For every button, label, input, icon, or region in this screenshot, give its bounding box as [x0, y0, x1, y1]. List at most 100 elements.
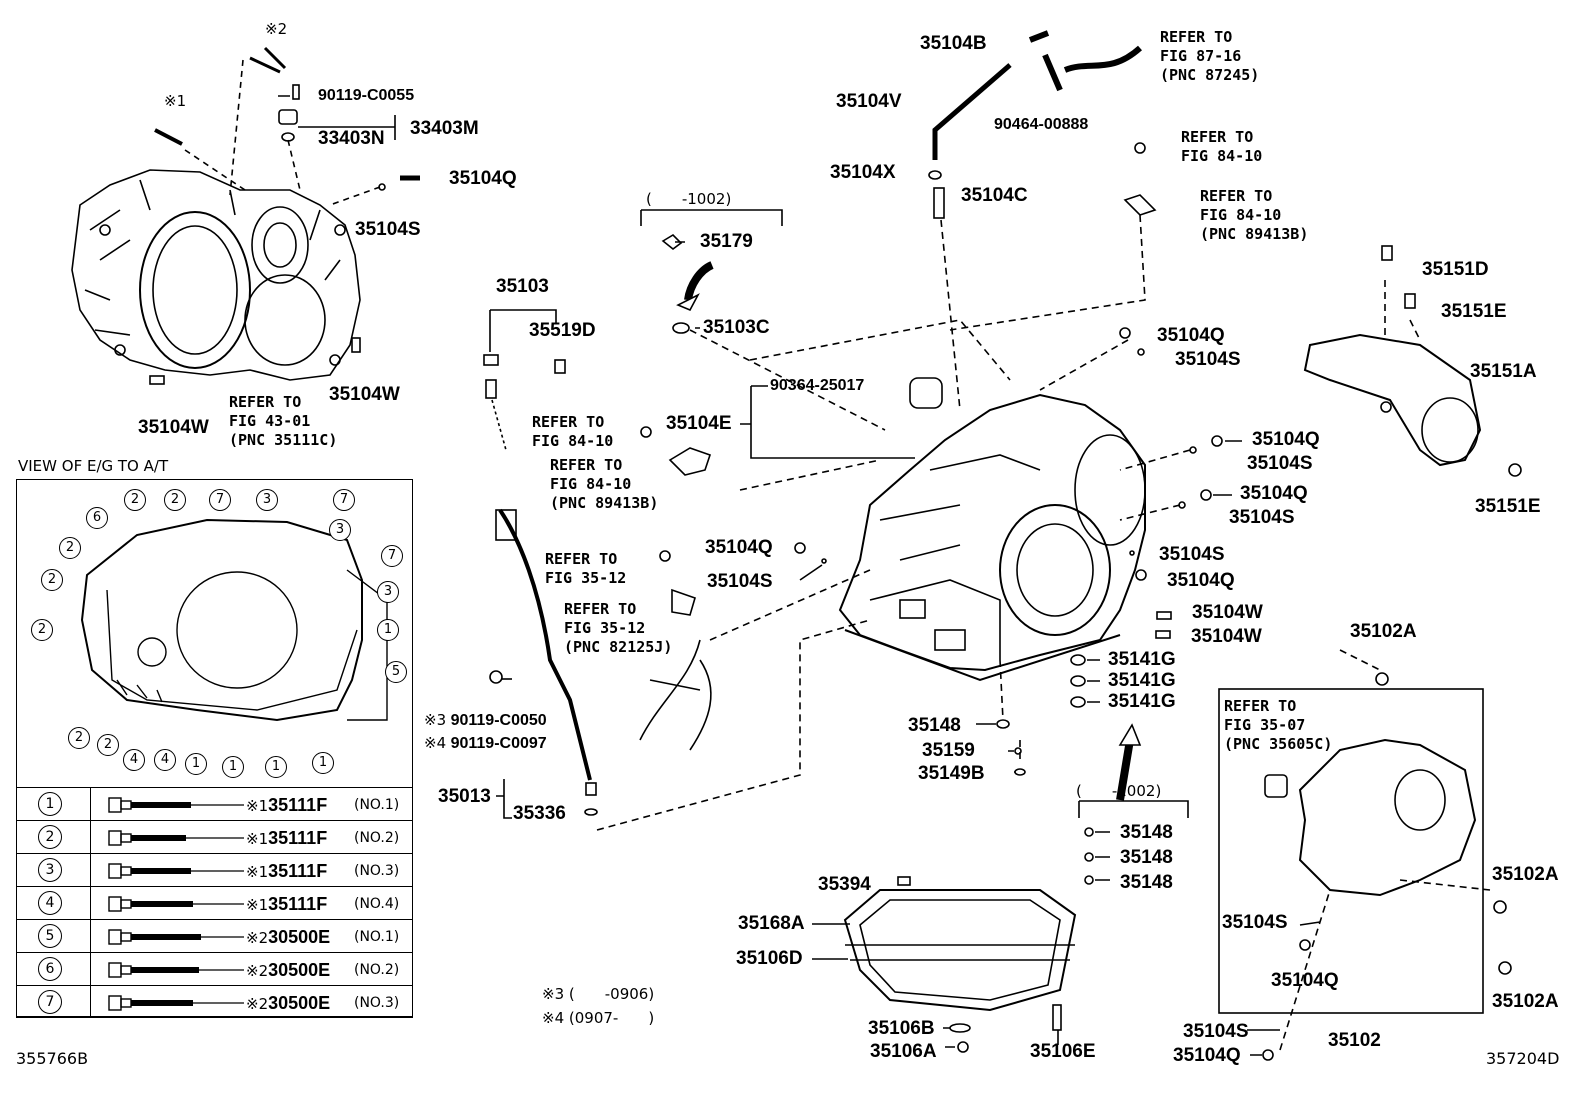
label-35336: 35336 [513, 803, 566, 824]
label-35104S-top-left: 35104S [355, 219, 421, 240]
legend-part-number: ※135111F [246, 828, 328, 848]
legend-divider [90, 920, 91, 952]
label-35103: 35103 [496, 276, 549, 297]
legend-row: 2※135111F(NO.2) [16, 820, 413, 853]
label-35104S-1: 35104S [1175, 349, 1241, 370]
legend-row: 6※230500E(NO.2) [16, 952, 413, 985]
label-35102A-top: 35102A [1350, 621, 1417, 642]
legend-size-no: (NO.3) [354, 863, 400, 879]
view-callout-number: 1 [185, 753, 207, 775]
label-35104Q-2: 35104Q [1252, 429, 1320, 450]
refer-fig-43-01: REFER TO FIG 43-01 (PNC 35111C) [229, 393, 338, 449]
legend-part-number: ※230500E [246, 993, 331, 1013]
label-35151E-lower: 35151E [1475, 496, 1541, 517]
label-35106E: 35106E [1030, 1041, 1096, 1062]
view-callout-number: 2 [59, 537, 81, 559]
label-35141G-1: 35141G [1108, 649, 1176, 670]
diagram-id-left: 355766B [16, 1049, 89, 1068]
label-35104S-4: 35104S [707, 571, 773, 592]
label-leaders [502, 241, 1321, 1056]
view-callout-number: 1 [265, 756, 287, 778]
arrow-1002-lower [1116, 739, 1134, 801]
footnote-3: ※3 ( -0906) [542, 985, 655, 1003]
label-35104W-housing-left: 35104W [138, 417, 209, 438]
mount-35151A-drawing [1303, 245, 1522, 477]
label-35148-2: 35148 [1120, 822, 1173, 843]
label-35104Q-5: 35104Q [1167, 570, 1235, 591]
label-35104S-2: 35104S [1247, 453, 1313, 474]
view-callout-number: 3 [256, 489, 278, 511]
view-callout-number: 1 [377, 619, 399, 641]
view-callout-number: 1 [222, 756, 244, 778]
legend-callout-number: 1 [38, 792, 62, 816]
legend-row: 4※135111F(NO.4) [16, 886, 413, 919]
bracket-90364 [740, 385, 915, 459]
legend-callout-number: 5 [38, 924, 62, 948]
label-35149B: 35149B [918, 763, 985, 784]
bracket-lower-date [1078, 800, 1189, 818]
legend-callout-number: 3 [38, 858, 62, 882]
label-35104E: 35104E [666, 413, 732, 434]
legend-row: 5※230500E(NO.1) [16, 919, 413, 952]
label-35151D: 35151D [1422, 259, 1489, 280]
label-35104Q-4: 35104Q [705, 537, 773, 558]
bolt-icon [108, 995, 244, 1011]
legend-size-no: (NO.3) [354, 995, 400, 1011]
view-callout-number: 2 [41, 569, 63, 591]
legend-row: 7※230500E(NO.3) [16, 985, 413, 1018]
view-callout-number: 5 [385, 661, 407, 683]
label-35148-1: 35148 [908, 715, 961, 736]
dipstick-drawing [483, 354, 598, 816]
bolt-icon [108, 929, 244, 945]
date-note-lower: ( -1002) [1076, 782, 1162, 800]
label-35102A-bottom: 35102A [1492, 991, 1559, 1012]
legend-bottom-border [16, 1016, 413, 1017]
label-35104S-3: 35104S [1229, 507, 1295, 528]
label-35179: 35179 [700, 231, 753, 252]
leaders-center [596, 214, 1491, 1051]
label-90364-25017: 90364-25017 [770, 377, 865, 394]
leader-33403 [278, 95, 396, 140]
view-callout-number: 2 [31, 619, 53, 641]
label-35104X: 35104X [830, 162, 896, 183]
view-callout-number: 1 [312, 752, 334, 774]
legend-divider [90, 854, 91, 886]
legend-part-number: ※135111F [246, 795, 328, 815]
label-35168A: 35168A [738, 913, 805, 934]
legend-size-no: (NO.4) [354, 896, 400, 912]
bracket-35103 [489, 309, 557, 352]
label-35141G-3: 35141G [1108, 691, 1176, 712]
bolt-legend [16, 479, 413, 1018]
label-35104S-5: 35104S [1159, 544, 1225, 565]
view-callout-number: 7 [333, 489, 355, 511]
transaxle-assembly-drawing [838, 393, 1146, 682]
mark-2-top: ※2 [265, 20, 288, 38]
label-35104Q-top-left: 35104Q [449, 168, 517, 189]
bolt-drawings-left [149, 46, 420, 385]
label-35159: 35159 [922, 740, 975, 761]
date-note-upper: ( -1002) [646, 190, 732, 208]
label-35104W-housing-right: 35104W [329, 384, 400, 405]
mark-1-top: ※1 [164, 92, 187, 110]
bolt-icon [108, 830, 244, 846]
view-callout-number: 6 [86, 507, 108, 529]
legend-divider [90, 953, 91, 985]
legend-size-no: (NO.2) [354, 962, 400, 978]
label-35104Q-3: 35104Q [1240, 483, 1308, 504]
view-callout-number: 4 [154, 749, 176, 771]
label-35148-4: 35148 [1120, 872, 1173, 893]
bracket-35102-drawing [1262, 672, 1512, 1061]
refer-fig-35-12: REFER TO FIG 35-12 [545, 550, 627, 587]
label-35104V: 35104V [836, 91, 902, 112]
legend-size-no: (NO.1) [354, 797, 400, 813]
label-35104W-1: 35104W [1192, 602, 1263, 623]
label-35104Q-bracket: 35104Q [1271, 970, 1339, 991]
bolt-icon [108, 863, 244, 879]
label-35104S-bottom: 35104S [1183, 1021, 1249, 1042]
legend-divider [90, 788, 91, 820]
label-90464-00888: 90464-00888 [994, 116, 1089, 133]
bracket-35013 [496, 779, 512, 819]
legend-size-no: (NO.1) [354, 929, 400, 945]
view-callout-number: 3 [329, 519, 351, 541]
